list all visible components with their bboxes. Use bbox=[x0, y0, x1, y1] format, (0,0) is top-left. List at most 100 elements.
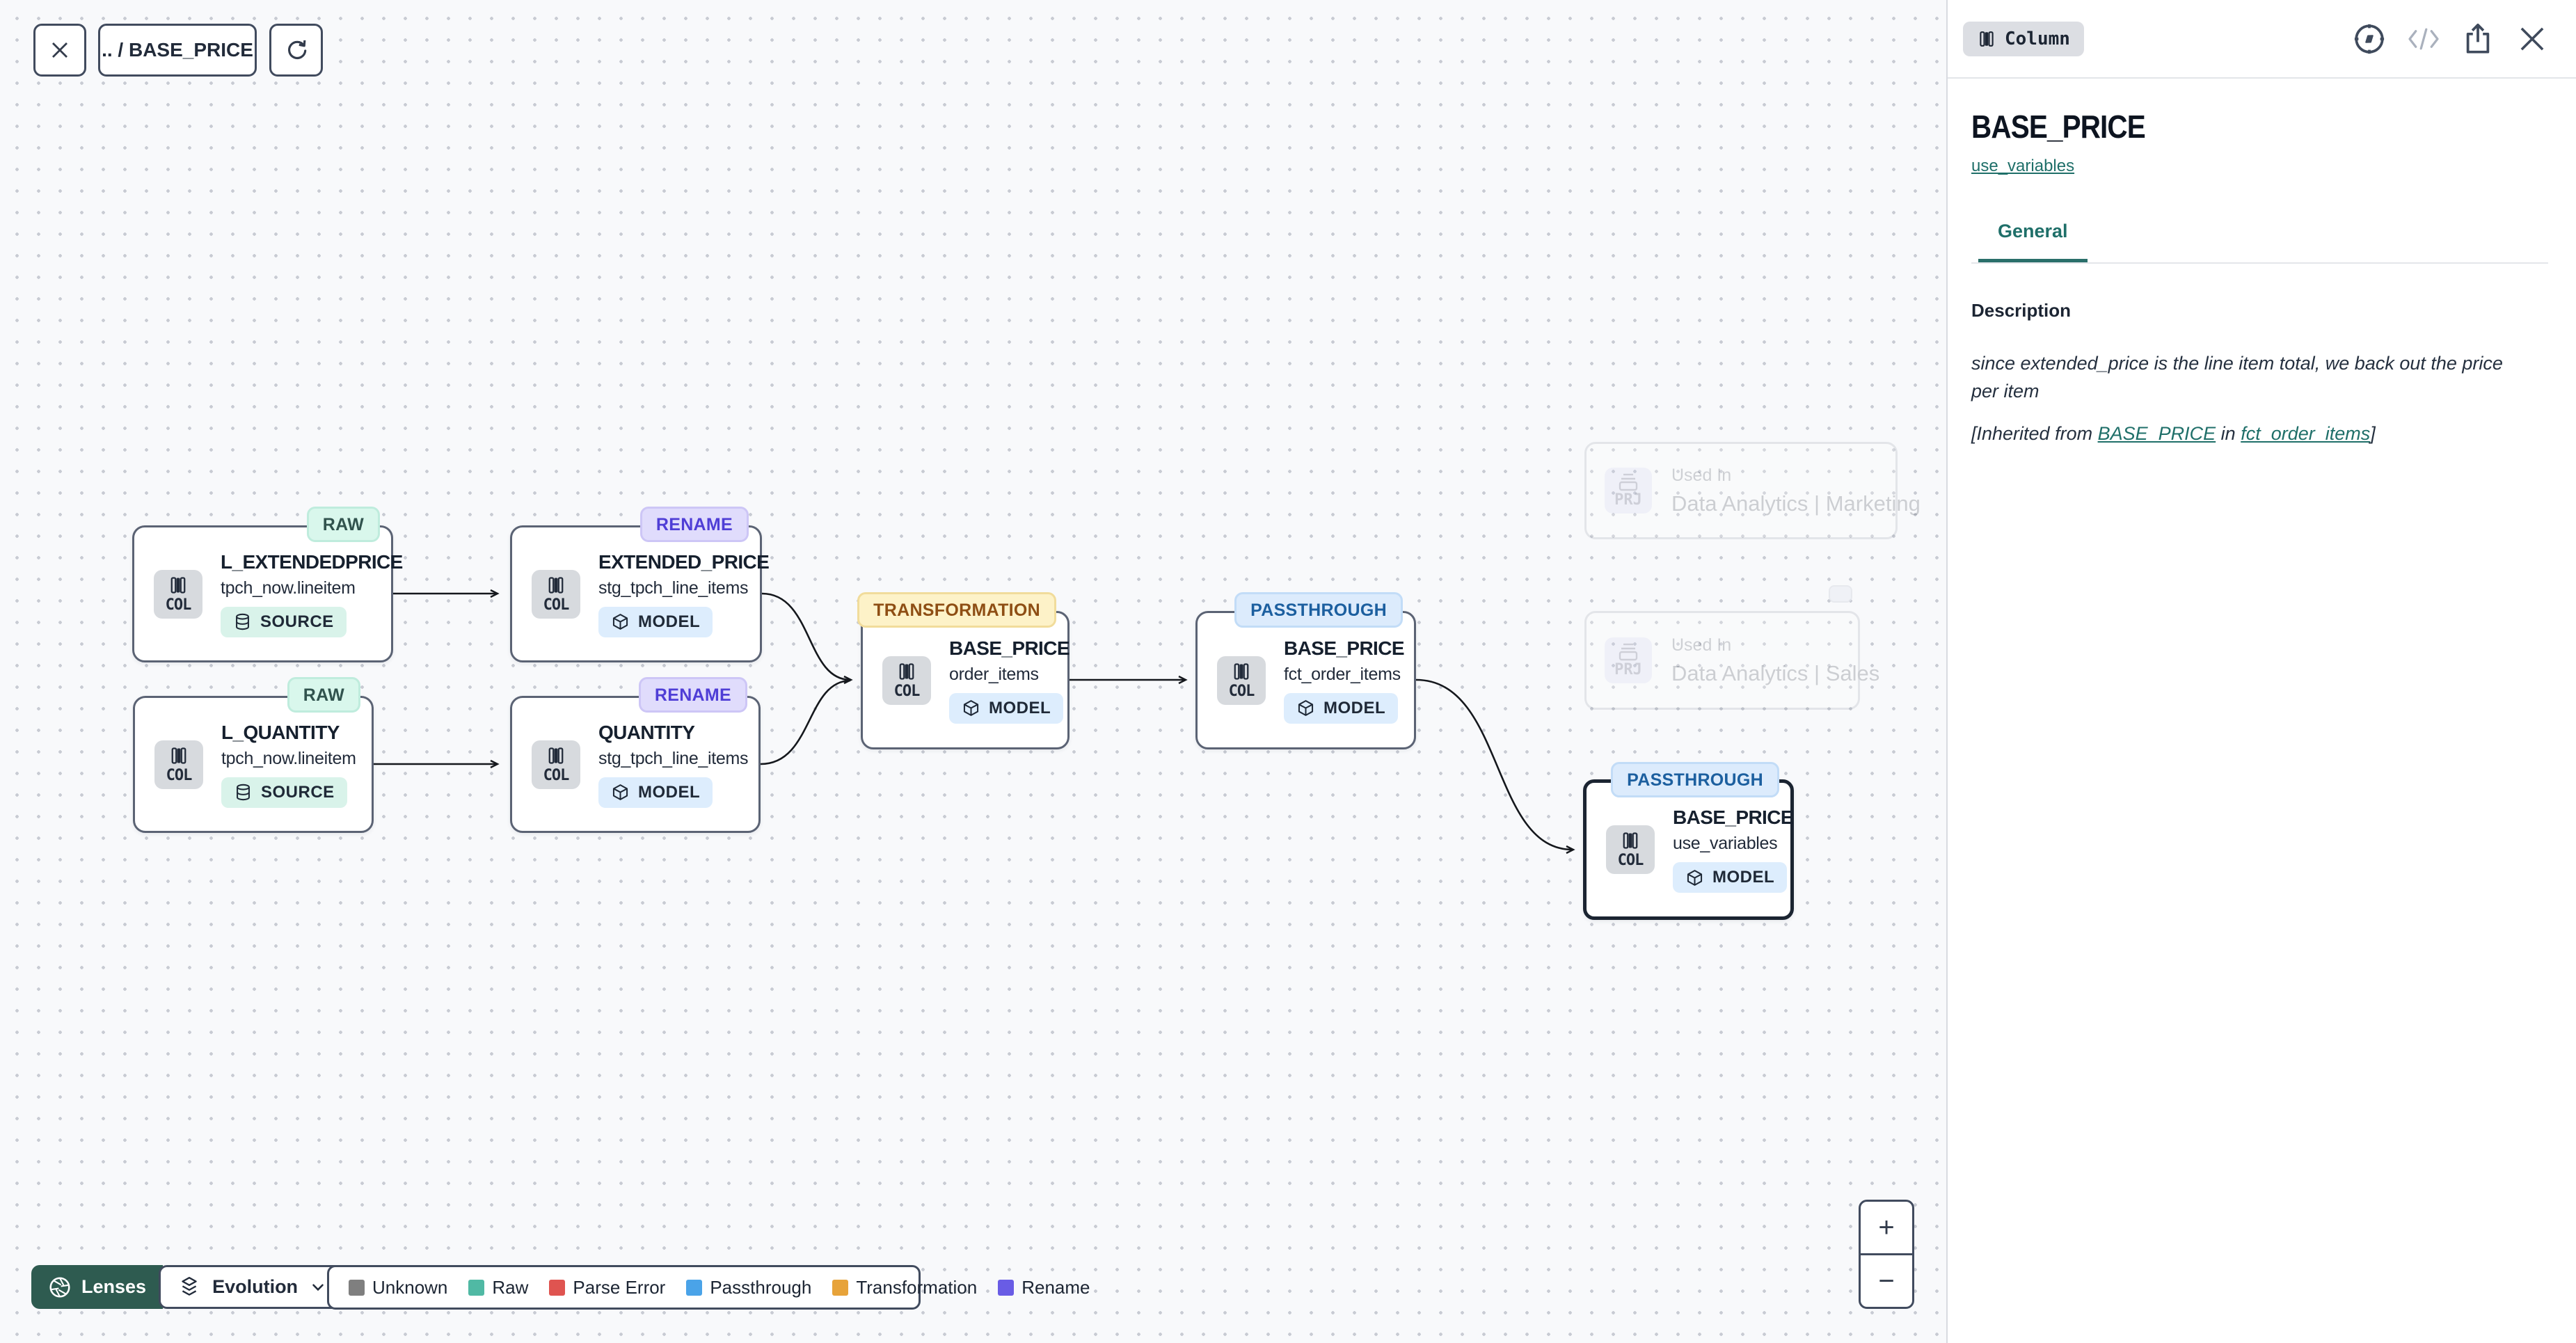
column-chip: COL bbox=[532, 740, 580, 789]
node-type-label: SOURCE bbox=[261, 782, 335, 802]
ghost-node-used-in-marketing[interactable]: PRJ Used In Data Analytics | Marketing bbox=[1584, 442, 1921, 539]
columns-icon bbox=[1623, 832, 1638, 849]
zoom-out-button[interactable]: − bbox=[1878, 1265, 1895, 1296]
lineage-node-base-price-fct-order-items[interactable]: PASSTHROUGH COL BASE_PRICE fct_order_ite… bbox=[1195, 592, 1416, 749]
node-type-badge: SOURCE bbox=[221, 777, 347, 808]
columns-icon bbox=[1234, 662, 1249, 680]
breadcrumb[interactable]: .. / BASE_PRICE bbox=[98, 24, 257, 77]
node-type-label: MODEL bbox=[638, 782, 701, 802]
legend-swatch bbox=[468, 1279, 485, 1296]
node-subtitle: tpch_now.lineitem bbox=[221, 748, 356, 768]
node-type-badge: MODEL bbox=[949, 692, 1064, 724]
column-chip-label: COL bbox=[1617, 852, 1644, 869]
legend-item-raw: Raw bbox=[468, 1277, 528, 1298]
node-type-label: SOURCE bbox=[260, 612, 334, 631]
node-type-badge: MODEL bbox=[598, 777, 713, 808]
ghost-node-used-in-sales[interactable]: PRJ Used In Data Analytics | Sales bbox=[1584, 611, 1879, 710]
column-chip: COL bbox=[154, 569, 202, 619]
inherited-model-link[interactable]: fct_order_items bbox=[2241, 423, 2371, 444]
lineage-node-extended-price[interactable]: RENAME COL EXTENDED_PRICE stg_tpch_line_… bbox=[510, 507, 770, 662]
legend-item-parse-error: Parse Error bbox=[549, 1277, 665, 1298]
lineage-node-l-quantity[interactable]: RAW COL L_QUANTITY tpch_now.lineitem bbox=[133, 677, 374, 833]
lens-selector-value: Evolution bbox=[212, 1276, 299, 1297]
details-panel: Column bbox=[1946, 0, 2576, 1343]
node-title: QUANTITY bbox=[598, 721, 695, 743]
legend-item-rename: Rename bbox=[998, 1277, 1090, 1298]
ghost-node-label: Used In bbox=[1671, 465, 1732, 485]
node-type-badge: SOURCE bbox=[221, 606, 347, 637]
inherited-note: [Inherited from BASE_PRICE in fct_order_… bbox=[1971, 423, 2376, 444]
node-title: L_QUANTITY bbox=[221, 721, 340, 743]
code-button[interactable] bbox=[2406, 22, 2441, 56]
code-icon bbox=[2408, 28, 2439, 49]
close-lineage-button[interactable] bbox=[33, 24, 86, 77]
node-type-label: MODEL bbox=[1712, 868, 1775, 887]
explore-button[interactable] bbox=[2352, 22, 2387, 56]
column-chip-label: COL bbox=[165, 596, 192, 614]
lineage-node-base-price-use-variables[interactable]: PASSTHROUGH COL BASE_PRICE use_variables bbox=[1583, 762, 1794, 920]
node-type-label: MODEL bbox=[1323, 698, 1386, 717]
share-icon bbox=[2466, 23, 2490, 54]
node-type-badge: MODEL bbox=[1673, 862, 1788, 893]
lineage-canvas[interactable]: .. / BASE_PRICE PRJ Used In Data Analyti… bbox=[0, 0, 1946, 1343]
ghost-node-name: Data Analytics | Marketing bbox=[1671, 491, 1921, 516]
node-type-label: MODEL bbox=[989, 698, 1051, 717]
close-panel-button[interactable] bbox=[2515, 22, 2550, 56]
column-chip-label: COL bbox=[1228, 682, 1255, 700]
aperture-icon bbox=[49, 1276, 70, 1298]
lenses-button[interactable]: Lenses bbox=[31, 1265, 164, 1309]
node-type-label: MODEL bbox=[638, 612, 701, 631]
columns-icon bbox=[170, 576, 186, 594]
cube-icon bbox=[1687, 869, 1703, 886]
status-badge: RAW bbox=[287, 677, 360, 713]
model-link[interactable]: use_variables bbox=[1971, 157, 2075, 175]
node-subtitle: tpch_now.lineitem bbox=[221, 578, 356, 598]
node-title: BASE_PRICE bbox=[1673, 806, 1794, 828]
cube-icon bbox=[612, 784, 628, 800]
database-icon bbox=[236, 613, 249, 630]
cube-icon bbox=[1298, 700, 1314, 716]
ghost-status-badge bbox=[1829, 585, 1852, 603]
lenses-button-label: Lenses bbox=[81, 1276, 147, 1297]
legend-swatch bbox=[349, 1279, 365, 1296]
ghost-node-name: Data Analytics | Sales bbox=[1671, 660, 1880, 685]
lineage-node-quantity[interactable]: RENAME COL QUANTITY stg_tpch_line_items bbox=[510, 677, 761, 833]
lineage-node-base-price-order-items[interactable]: TRANSFORMATION COL BASE_PRICE order_item… bbox=[857, 592, 1070, 749]
node-type-badge: MODEL bbox=[598, 606, 713, 637]
legend-swatch bbox=[832, 1279, 849, 1296]
column-chip-label: COL bbox=[166, 766, 193, 784]
column-chip: COL bbox=[882, 655, 931, 705]
legend-item-unknown: Unknown bbox=[349, 1277, 447, 1298]
lineage-node-l-extendedprice[interactable]: RAW COL L_EXTENDEDPRICE tpch_now.lineite… bbox=[132, 507, 403, 662]
panel-title: BASE_PRICE bbox=[1971, 109, 2146, 145]
status-badge: PASSTHROUGH bbox=[1234, 592, 1403, 628]
inherited-column-link[interactable]: BASE_PRICE bbox=[2097, 423, 2216, 444]
details-panel-header: Column bbox=[1948, 0, 2576, 79]
chevron-down-icon bbox=[312, 1283, 324, 1291]
project-chip-label: PRJ bbox=[1614, 660, 1642, 678]
status-badge: PASSTHROUGH bbox=[1611, 762, 1779, 797]
columns-icon bbox=[548, 576, 564, 594]
columns-icon bbox=[171, 747, 186, 764]
column-chip: COL bbox=[1217, 655, 1266, 705]
tab-general[interactable]: General bbox=[1978, 221, 2088, 262]
panel-tabbar: General bbox=[1971, 221, 2548, 264]
node-subtitle: order_items bbox=[949, 664, 1039, 684]
zoom-in-button[interactable]: + bbox=[1861, 1202, 1912, 1255]
column-chip-label: COL bbox=[543, 596, 570, 614]
columns-icon bbox=[1980, 31, 1994, 47]
project-chip-label: PRJ bbox=[1614, 491, 1642, 509]
share-button[interactable] bbox=[2460, 22, 2495, 56]
cube-icon bbox=[612, 614, 628, 630]
node-type-badge: MODEL bbox=[1284, 692, 1399, 724]
ghost-node-label: Used In bbox=[1671, 635, 1732, 655]
layers-icon bbox=[182, 1276, 197, 1296]
legend-swatch bbox=[686, 1279, 703, 1296]
status-badge: RENAME bbox=[638, 677, 747, 713]
legend-item-passthrough: Passthrough bbox=[686, 1277, 811, 1298]
refresh-button[interactable] bbox=[269, 24, 323, 77]
lens-legend: Unknown Raw Parse Error Passthrough Tran… bbox=[327, 1265, 1090, 1310]
node-subtitle: use_variables bbox=[1673, 834, 1778, 853]
lens-selector[interactable]: Evolution bbox=[159, 1265, 347, 1309]
description-label: Description bbox=[1971, 300, 2072, 321]
